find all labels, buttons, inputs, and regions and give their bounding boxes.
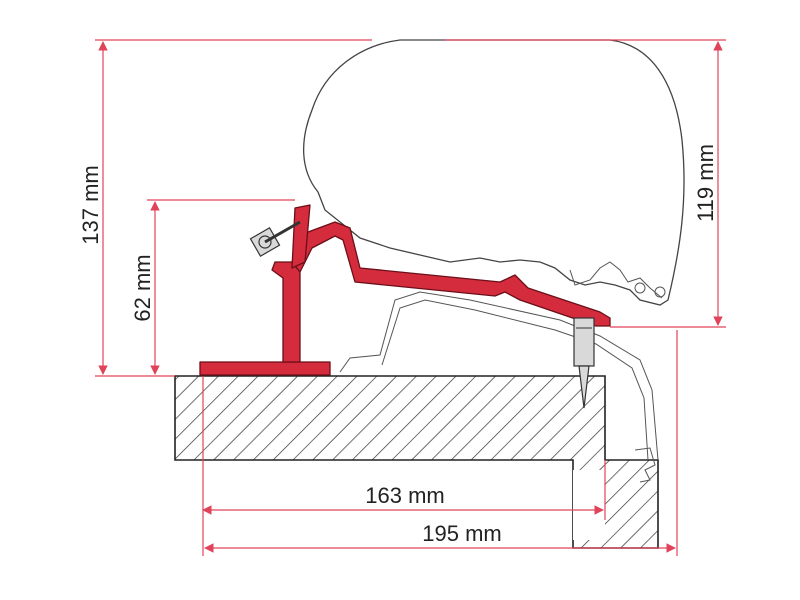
label-bracket-height: 62 mm [130, 254, 155, 321]
awning-cassette [303, 39, 685, 306]
bracket-post [271, 261, 301, 363]
cassette-slot-2 [654, 286, 666, 298]
vehicle-roof-profile [339, 291, 659, 461]
label-total-height: 137 mm [78, 165, 103, 244]
cassette-slot-1 [634, 282, 646, 294]
roof-screw [573, 317, 595, 409]
vehicle-gutter [634, 447, 656, 483]
bracket-clamp-plate [291, 204, 311, 269]
cassette-profile-detail [569, 261, 663, 299]
label-inner-width: 163 mm [365, 483, 444, 508]
vehicle-roof-profile-inner [381, 299, 649, 461]
label-awning-height: 119 mm [693, 144, 718, 222]
clamp-bolt [249, 220, 301, 257]
label-outer-width: 195 mm [422, 521, 501, 546]
roof-gap [573, 470, 605, 540]
bracket-arm [291, 221, 611, 327]
awning-bracket [199, 361, 331, 376]
